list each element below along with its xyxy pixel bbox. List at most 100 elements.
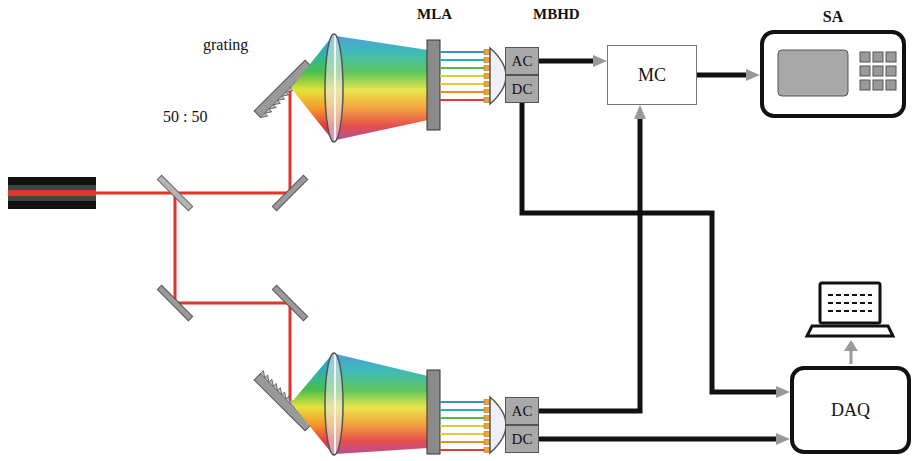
analyzer-button	[860, 80, 870, 90]
daq-box: DAQ	[790, 366, 911, 454]
beamlet	[440, 409, 484, 411]
device-title: SA	[764, 8, 902, 26]
beamlet	[440, 433, 484, 435]
signal-cable	[539, 437, 780, 442]
photodiode	[484, 424, 490, 429]
lens	[325, 34, 343, 455]
mixer-box: MC	[607, 45, 697, 105]
lens	[325, 353, 343, 455]
beamlet	[440, 417, 484, 419]
photodiode	[484, 90, 490, 95]
component-label: grating	[203, 36, 248, 53]
spectrum-analyzer: SA	[760, 30, 906, 118]
laser-source	[8, 185, 96, 201]
laser-source	[8, 177, 96, 209]
microlens-array	[427, 370, 440, 454]
photodiode-lens	[490, 397, 506, 453]
microlens-array	[427, 40, 440, 454]
photodiode-lens	[490, 48, 506, 453]
photodiode	[484, 98, 490, 103]
beam-splitter	[157, 175, 192, 210]
node-label: DAQ	[831, 400, 870, 421]
data-arrow	[844, 340, 858, 351]
beamlet	[440, 67, 484, 69]
beamlet	[440, 75, 484, 77]
photodiode	[484, 66, 490, 71]
laser-source	[8, 190, 96, 196]
signal-cable	[522, 103, 780, 392]
beamlet	[440, 59, 484, 61]
laptop	[828, 295, 872, 311]
signal-cable	[539, 59, 597, 64]
signal-cable	[697, 73, 750, 78]
photodiode	[484, 50, 490, 55]
analyzer-button	[873, 52, 883, 62]
node-label: MC	[638, 65, 666, 86]
photodiode	[484, 432, 490, 437]
split-ratio-box: 50 : 50	[163, 108, 207, 126]
split-ratio: 50 : 50	[163, 108, 207, 125]
photodiode	[484, 400, 490, 405]
node-label: DC	[512, 431, 533, 448]
component-label-box: MBHD	[533, 6, 580, 23]
laptop	[807, 283, 893, 336]
analyzer-button	[886, 80, 896, 90]
laptop	[828, 302, 872, 304]
laser-source	[8, 177, 96, 209]
laptop	[820, 283, 880, 323]
laser-beam	[175, 193, 290, 401]
analyzer-button	[886, 52, 896, 62]
photodiode-lens	[490, 48, 506, 104]
mirror	[272, 175, 307, 210]
beamlet	[440, 91, 484, 93]
component-label: MLA	[417, 6, 452, 22]
microlens-array	[427, 40, 440, 130]
component-label: MBHD	[533, 6, 580, 22]
node-label: AC	[512, 403, 533, 420]
signal-cable	[539, 115, 640, 411]
beamlet	[440, 50, 490, 453]
laptop	[828, 294, 872, 296]
photodiode	[484, 74, 490, 79]
analyzer-button	[886, 66, 896, 76]
beam-splitter	[157, 175, 192, 210]
laser-beam	[96, 90, 290, 401]
analyzer-button	[873, 80, 883, 90]
analyzer-screen	[778, 50, 848, 96]
photodiode	[484, 416, 490, 421]
analyzer-screen	[778, 50, 848, 96]
beamlet	[440, 449, 484, 451]
diffracted-spectrum	[336, 36, 428, 140]
ac-output: AC	[505, 397, 539, 425]
component-label-box: grating	[203, 36, 248, 54]
photodiode	[484, 440, 490, 445]
analyzer-button	[873, 66, 883, 76]
ac-output: AC	[505, 47, 539, 75]
mirror	[157, 285, 192, 320]
component-label-box: MLA	[417, 6, 452, 23]
dc-output: DC	[505, 75, 539, 103]
beamlet	[440, 99, 484, 101]
analyzer-button	[860, 52, 870, 62]
photodiode	[484, 82, 490, 87]
analyzer-button	[860, 52, 896, 90]
lens	[325, 34, 343, 142]
node-label: DC	[512, 81, 533, 98]
mirror	[272, 285, 307, 320]
dc-output: DC	[505, 425, 539, 453]
data-arrow	[850, 350, 853, 364]
data-arrow	[844, 340, 858, 364]
beamlet	[440, 401, 484, 403]
mirror	[157, 175, 307, 320]
diffracted-spectrum	[291, 34, 428, 456]
beamlet	[440, 441, 484, 443]
photodiode	[484, 408, 490, 413]
beamlet	[440, 425, 484, 427]
laptop	[807, 326, 893, 336]
photodiode	[484, 58, 490, 63]
beamlet	[440, 83, 484, 85]
analyzer-button	[860, 66, 870, 76]
beamlet	[440, 51, 484, 53]
photodiode	[484, 448, 490, 453]
